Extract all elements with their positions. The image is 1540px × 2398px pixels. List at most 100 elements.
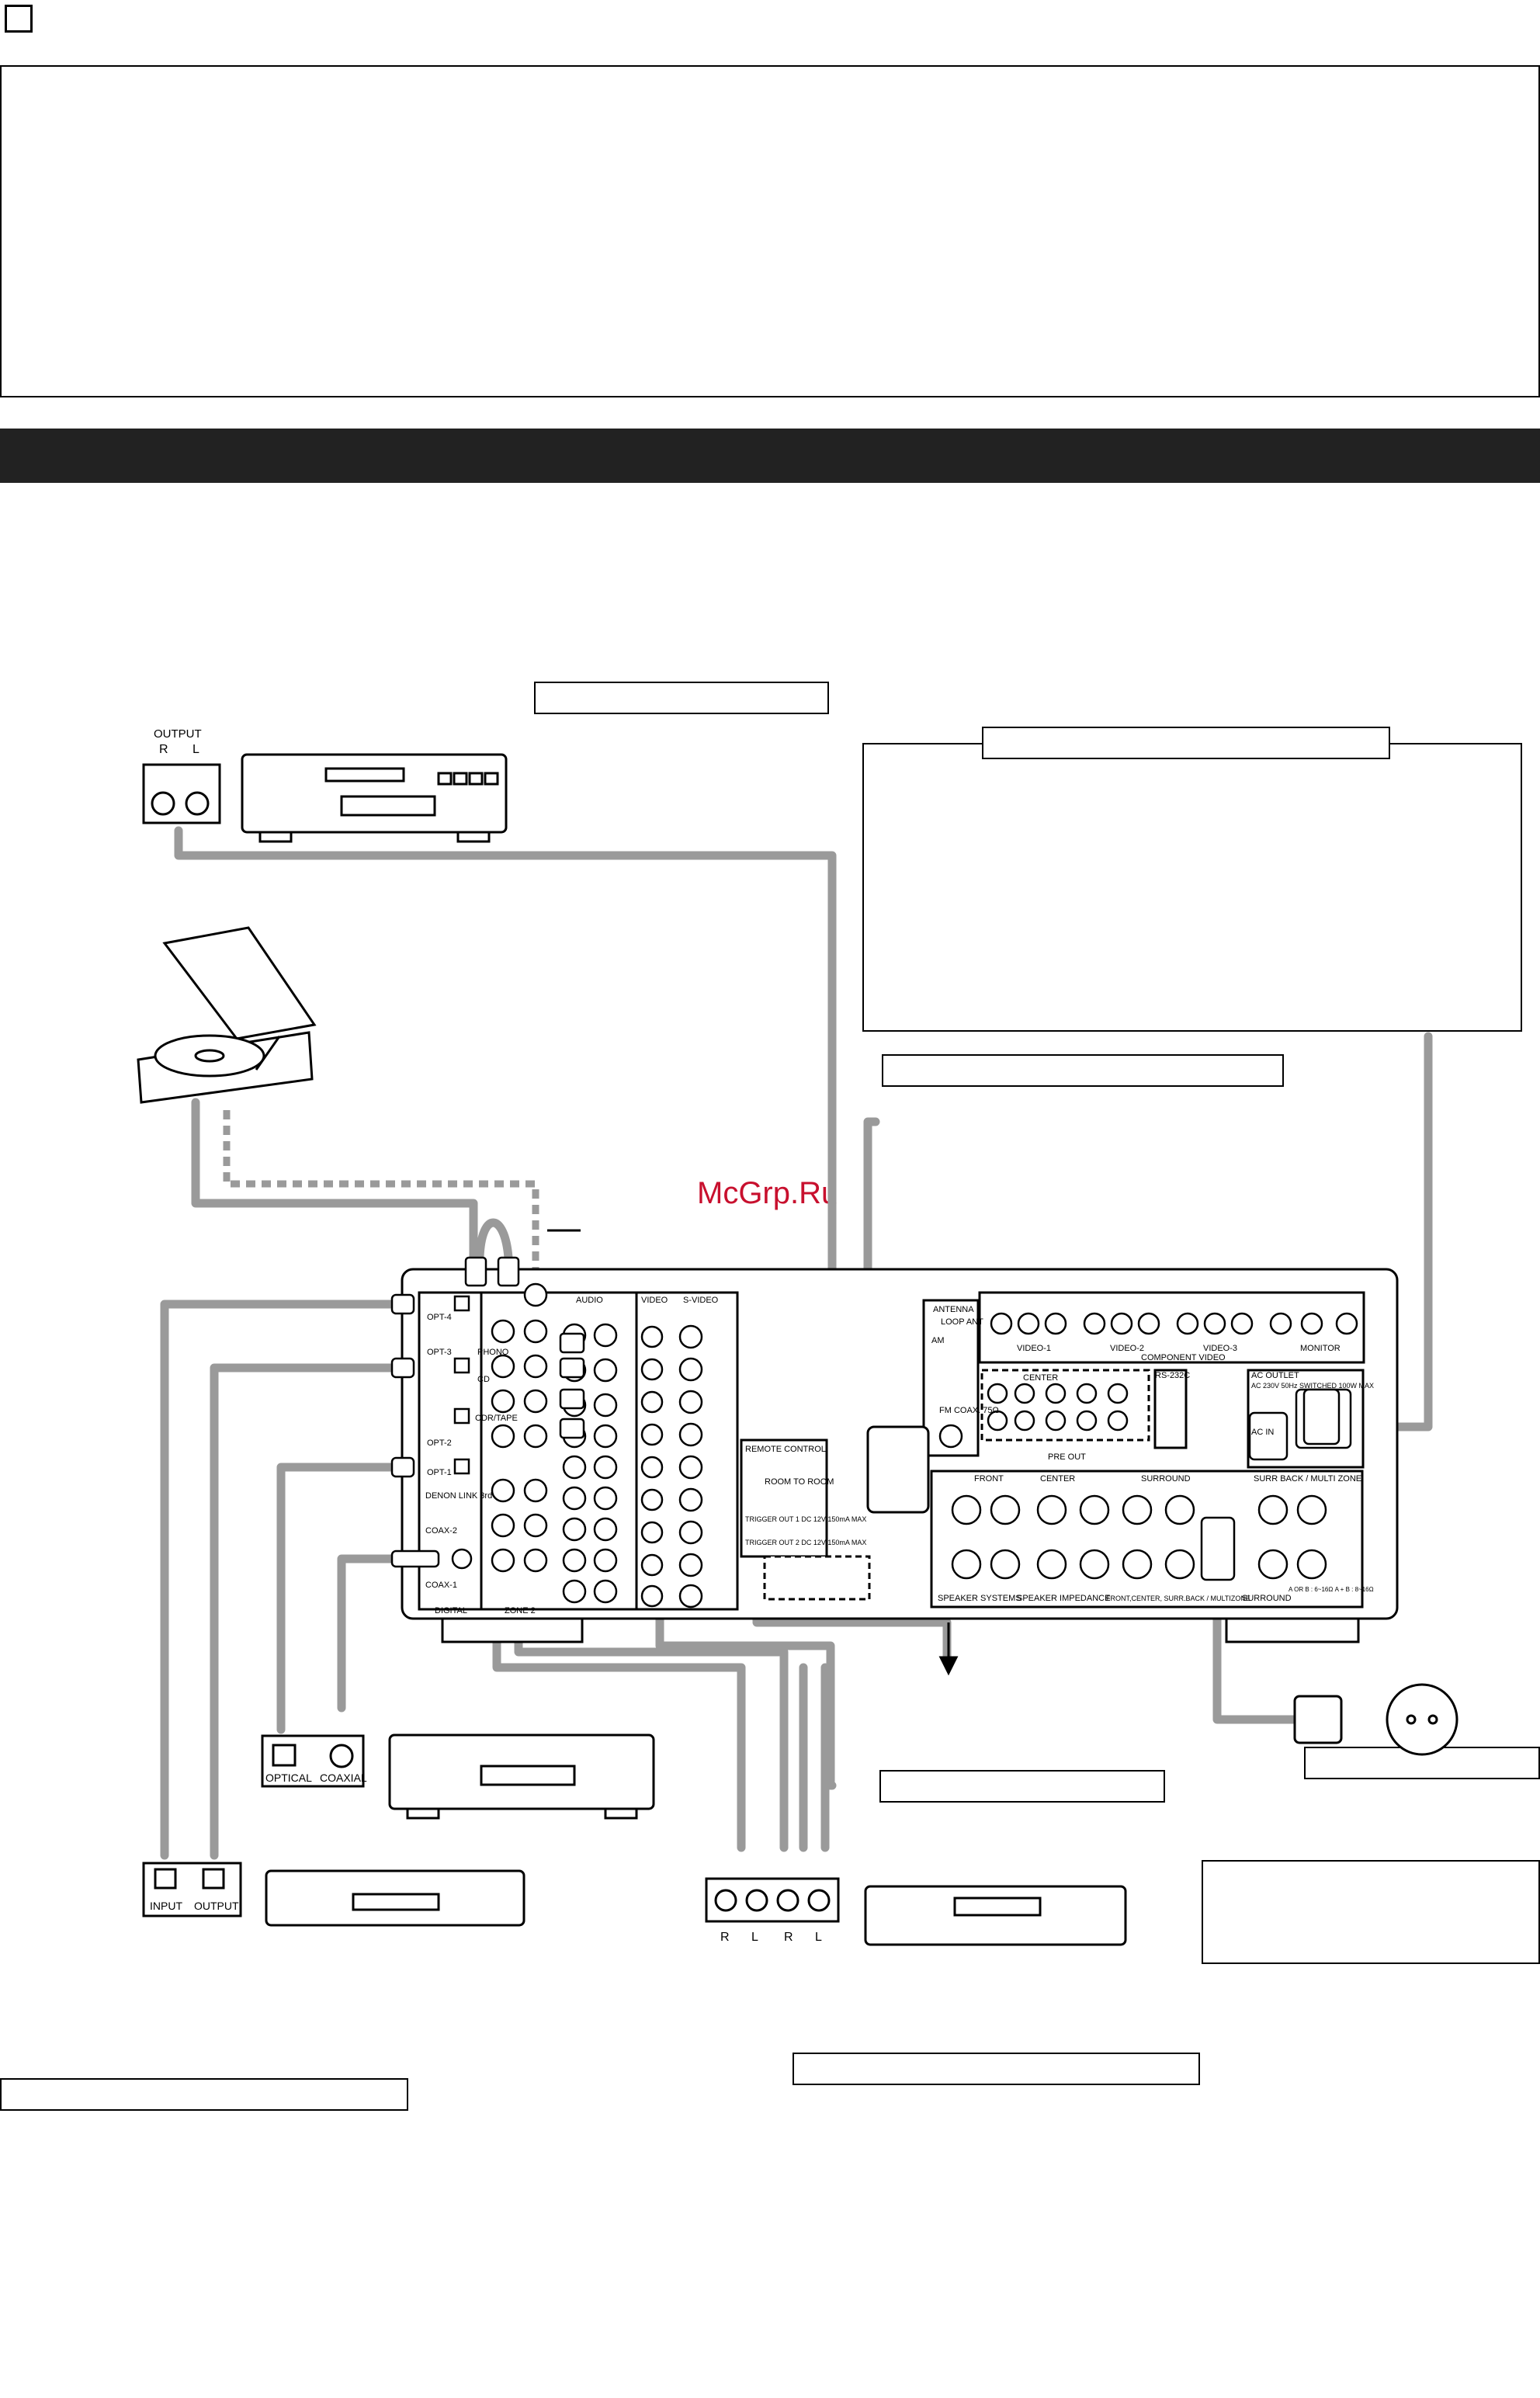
video-jack [640, 1521, 664, 1544]
md-input-label: INPUT [150, 1900, 182, 1912]
plug-group [390, 1256, 1341, 1581]
cd-output-l-label: L [192, 743, 199, 756]
wall-socket-device [1293, 1683, 1458, 1756]
video-jack [640, 1358, 664, 1381]
comp-jack [1176, 1312, 1199, 1335]
ac-spec-label: AC 230V 50Hz SWITCHED 100W MAX [1251, 1382, 1374, 1390]
center-label: CENTER [1023, 1373, 1058, 1383]
tape-label-r1: R [720, 1931, 730, 1944]
audio-jack [523, 1319, 548, 1344]
trigger2-label: TRIGGER OUT 2 DC 12V 150mA MAX [745, 1539, 866, 1546]
imp-front-label: FRONT,CENTER, SURR.BACK / MULTIZONE [1106, 1595, 1250, 1602]
audio-jack [562, 1548, 587, 1573]
opt-jack [453, 1407, 470, 1425]
cable-opt1-to-optical [276, 1463, 408, 1734]
rca-plug [559, 1357, 585, 1379]
dvd-player-display [480, 1765, 576, 1786]
speaker-terminal [951, 1494, 982, 1525]
room-to-room-label: ROOM TO ROOM [765, 1477, 834, 1487]
cd-player-btn-3 [468, 772, 484, 786]
comp-jack [1137, 1312, 1160, 1335]
coax-jack [451, 1548, 473, 1570]
cd-player-device [142, 753, 508, 843]
audio-jack [593, 1579, 618, 1604]
cd-player-foot-r [456, 831, 491, 843]
note-frame-ac [1202, 1860, 1540, 1964]
speaker-terminal [990, 1549, 1021, 1580]
audio-jack [593, 1486, 618, 1511]
audio-jack [523, 1478, 548, 1503]
remote-section [740, 1438, 828, 1558]
pre-out-section [980, 1369, 1150, 1442]
cable-opt3-to-md-output [210, 1363, 408, 1860]
preout-jack [1076, 1410, 1098, 1432]
ground-wire [223, 1110, 539, 1273]
antenna-label: ANTENNA [933, 1305, 974, 1314]
tape-jack-l2 [807, 1889, 831, 1912]
opt2-label: OPT-2 [427, 1438, 452, 1448]
audio-jack [523, 1389, 548, 1414]
trigger-arrow-head [938, 1656, 959, 1676]
comp-jack [990, 1312, 1013, 1335]
cd-player-btn-4 [484, 772, 499, 786]
cd-player-display [340, 795, 436, 817]
power-plug [1293, 1695, 1343, 1744]
caption-box-center [793, 2053, 1200, 2085]
video-jack [640, 1325, 664, 1348]
video-jack [640, 1553, 664, 1577]
svideo-jack [678, 1520, 703, 1545]
audio-jack [593, 1424, 618, 1449]
tape-deck-window [953, 1897, 1042, 1917]
rca-plug [559, 1418, 585, 1439]
turntable-lid [162, 926, 317, 1040]
arrows [547, 1229, 959, 1676]
speaker-terminal [1296, 1494, 1327, 1525]
rca-plug [559, 1332, 585, 1354]
audio-jack [491, 1319, 515, 1344]
audio-jack [562, 1455, 587, 1480]
md-output-label: OUTPUT [194, 1900, 239, 1912]
comp-group-monitor: MONITOR [1300, 1344, 1341, 1353]
optical-plug [390, 1357, 415, 1379]
svideo-jack [678, 1455, 703, 1480]
speaker-impedance-label: SPEAKER IMPEDANCE [1017, 1594, 1110, 1603]
cd-output-r-jack [151, 791, 175, 816]
ac-plug-euro [1302, 1388, 1341, 1445]
trigger-slot [763, 1555, 871, 1601]
comp-jack [1335, 1312, 1358, 1335]
cd-output-r-label: R [159, 743, 168, 756]
turntable-device [137, 926, 317, 1104]
rca-plug [559, 1388, 585, 1410]
note-frame-pre-out [862, 743, 1522, 1032]
comp-jack [1083, 1312, 1106, 1335]
comp-group-video1: VIDEO-1 [1017, 1344, 1051, 1353]
audio-jack [562, 1517, 587, 1542]
ground-terminal [523, 1282, 548, 1307]
svideo-jack [678, 1357, 703, 1382]
video-jack [640, 1390, 664, 1414]
cd-label: CD [477, 1375, 490, 1384]
cd-player-btn-2 [453, 772, 468, 786]
caption-box-tape [879, 1770, 1165, 1803]
comp-jack [1203, 1312, 1226, 1335]
audio-jack [593, 1548, 618, 1573]
tape-label-r2: R [784, 1931, 793, 1944]
video-jack [640, 1488, 664, 1511]
opt-jack [453, 1295, 470, 1312]
wall-socket [1386, 1683, 1458, 1756]
cd-output-label: OUTPUT [154, 727, 202, 741]
receiver-labels: AUDIO VIDEO S-VIDEO DIGITAL ZONE 2 OPT-4… [425, 1296, 1374, 1615]
cd-player-body [241, 753, 508, 834]
speaker-terminal [1257, 1549, 1289, 1580]
md-output-jack [202, 1868, 225, 1890]
receiver-foot-left [441, 1617, 584, 1643]
comp-jack [1044, 1312, 1067, 1335]
speaker-terminal [1122, 1494, 1153, 1525]
speaker-terminal [1036, 1549, 1067, 1580]
svideo-jack [678, 1553, 703, 1577]
svideo-jack [678, 1487, 703, 1512]
cd-player-foot-l [258, 831, 293, 843]
audio-jack [593, 1323, 618, 1348]
audio-jack [523, 1354, 548, 1379]
speaker-terminal [1036, 1494, 1067, 1525]
